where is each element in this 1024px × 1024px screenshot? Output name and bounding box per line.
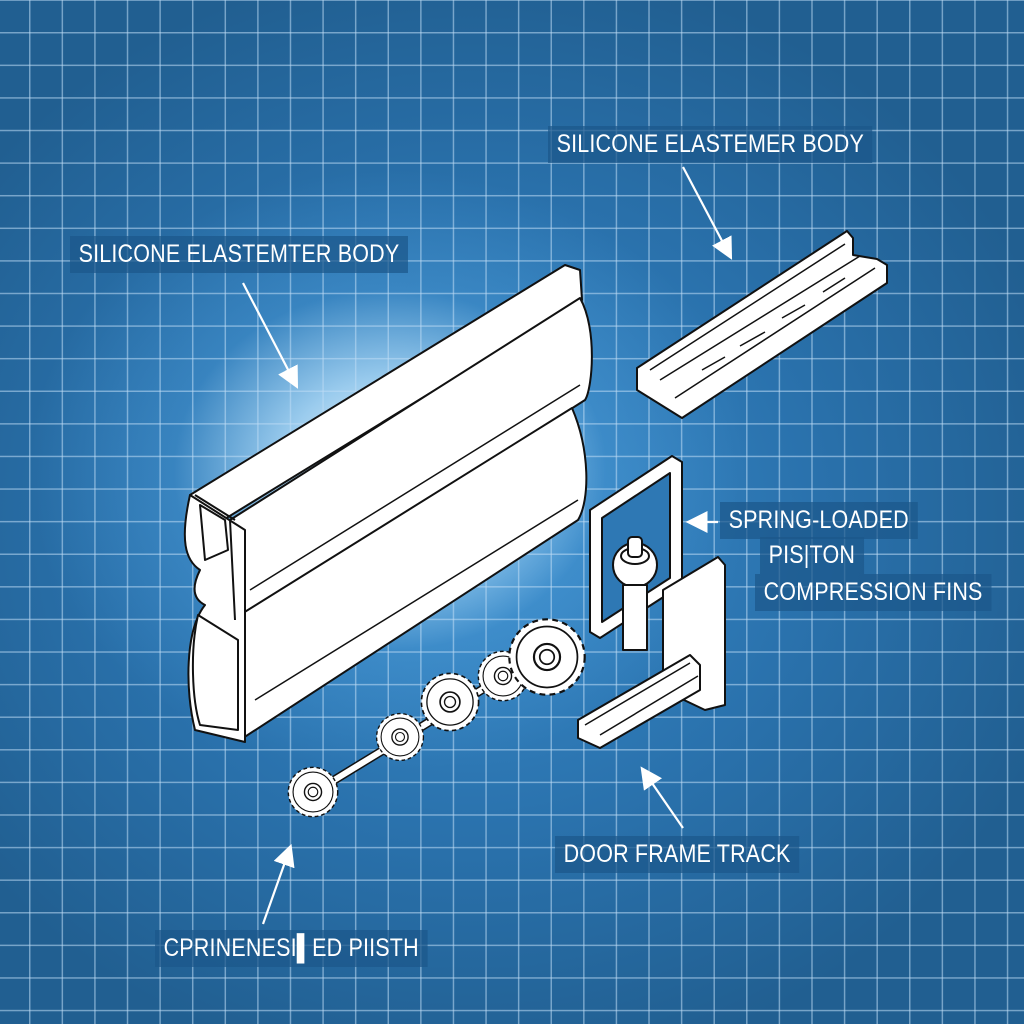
- gear-shaft: [287, 618, 586, 818]
- arrow-body-left: [242, 282, 299, 389]
- arrow-track: [640, 766, 684, 829]
- label-piston: PIS|TON: [760, 537, 864, 574]
- label-compression-fins: COMPRESSION FINS: [755, 574, 992, 611]
- channel-rail: [636, 230, 888, 419]
- label-gear-assembly: CPRINENESI▌ED PIISTH: [155, 930, 428, 967]
- arrow-body-right: [682, 166, 733, 260]
- leader-arrows: [242, 166, 733, 925]
- piston-assembly: [577, 455, 726, 749]
- label-silicone-elastemter-body: SILICONE ELASTEMTER BODY: [70, 236, 408, 273]
- elastomer-extrusion: [183, 264, 593, 743]
- label-door-frame-track: DOOR FRAME TRACK: [555, 836, 800, 873]
- label-spring-loaded: SPRING-LOADED: [720, 502, 918, 539]
- label-silicone-elastemer-body: SILICONE ELASTEMER BODY: [548, 126, 873, 163]
- arrow-gears: [261, 843, 295, 925]
